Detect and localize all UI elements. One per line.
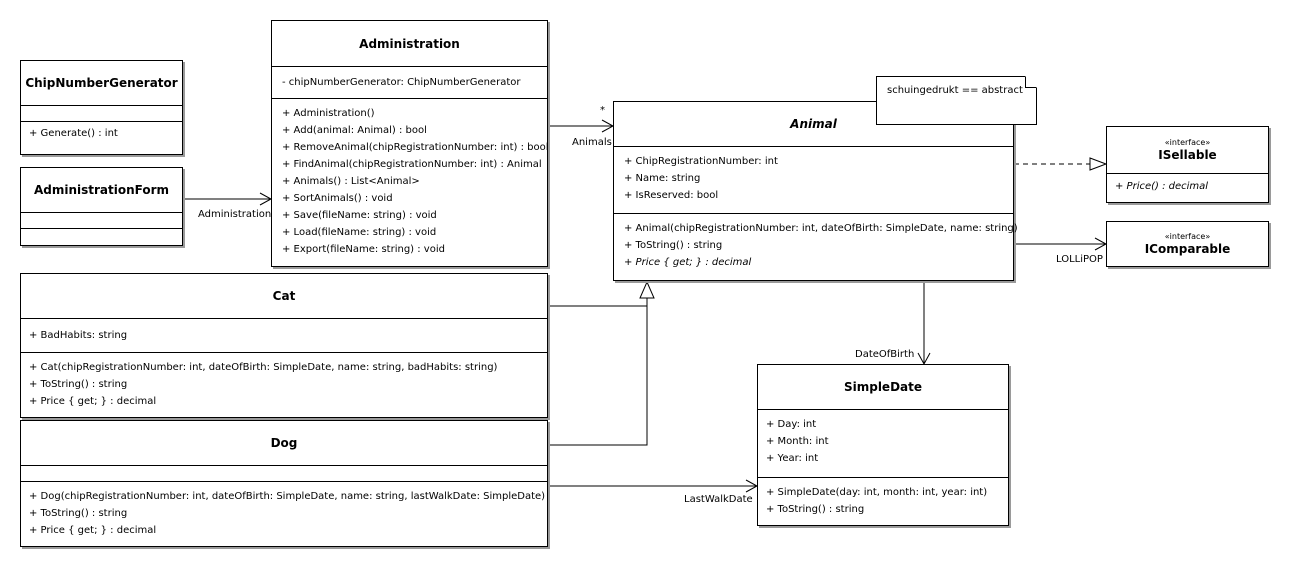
stereotype-label: «interface» (1164, 138, 1211, 147)
operations-compartment: + Animal(chipRegistrationNumber: int, da… (614, 214, 1018, 271)
role-label-date-of-birth: DateOfBirth (855, 349, 915, 360)
operation: + ToString() : string (29, 379, 128, 390)
class-dog[interactable]: Dog + Dog(chipRegistrationNumber: int, d… (20, 420, 548, 547)
class-cat[interactable]: Cat + BadHabits: string + Cat(chipRegist… (20, 273, 548, 418)
interface-isellable[interactable]: «interface» ISellable + Price() : decima… (1106, 126, 1269, 203)
abstract-operation: + Price() : decimal (1115, 181, 1209, 192)
attribute: + BadHabits: string (29, 330, 128, 341)
class-header: «interface» IComparable (1107, 222, 1268, 266)
attribute: - chipNumberGenerator: ChipNumberGenerat… (282, 77, 521, 88)
operations-compartment: + Cat(chipRegistrationNumber: int, dateO… (21, 353, 547, 410)
class-name: SimpleDate (843, 380, 923, 394)
attribute: + Day: int (766, 419, 817, 430)
operation: + Load(fileName: string) : void (282, 227, 437, 238)
class-header: Animal (614, 102, 1013, 147)
operation: + Animals() : List<Animal> (282, 176, 420, 187)
operation: + Administration() (282, 108, 375, 119)
class-administration[interactable]: Administration - chipNumberGenerator: Ch… (271, 20, 548, 267)
operation: + ToString() : string (624, 240, 723, 251)
class-administration-form[interactable]: AdministrationForm (20, 167, 183, 246)
operations-compartment: + Price() : decimal (1107, 174, 1268, 195)
class-header: Cat (21, 274, 547, 319)
operations-compartment (21, 229, 182, 245)
class-name: ChipNumberGenerator (25, 76, 178, 90)
class-header: AdministrationForm (21, 168, 182, 213)
operation: + Save(fileName: string) : void (282, 210, 437, 221)
attribute: + Month: int (766, 436, 829, 447)
class-header: «interface» ISellable (1107, 127, 1268, 174)
class-name: Dog (270, 436, 298, 450)
class-name: Administration (359, 36, 460, 51)
operation: + SortAnimals() : void (282, 193, 393, 204)
class-name: AdministrationForm (33, 183, 170, 197)
attributes-compartment (21, 213, 182, 229)
class-chip-number-generator[interactable]: ChipNumberGenerator + Generate() : int (20, 60, 183, 155)
operation: + RemoveAnimal(chipRegistrationNumber: i… (282, 142, 549, 153)
note-text: schuingedrukt == abstract (887, 85, 1023, 96)
interface-icomparable[interactable]: «interface» IComparable (1106, 221, 1269, 267)
operation: + Animal(chipRegistrationNumber: int, da… (624, 223, 1018, 234)
operation: + Price { get; } : decimal (29, 525, 157, 536)
class-header: ChipNumberGenerator (21, 61, 182, 106)
generalization-cat-animal (548, 298, 648, 307)
operation: + Dog(chipRegistrationNumber: int, dateO… (29, 491, 546, 502)
multiplicity-label: * (600, 105, 605, 116)
role-label-animals: Animals (572, 137, 612, 148)
class-header: Administration (272, 21, 547, 67)
attributes-compartment: - chipNumberGenerator: ChipNumberGenerat… (272, 67, 547, 99)
role-label-last-walk-date: LastWalkDate (684, 494, 753, 505)
class-simple-date[interactable]: SimpleDate + Day: int + Month: int + Yea… (757, 364, 1009, 526)
operation: + Export(fileName: string) : void (282, 244, 445, 255)
operations-compartment: + Dog(chipRegistrationNumber: int, dateO… (21, 482, 547, 539)
stereotype-label: «interface» (1164, 232, 1211, 241)
attributes-compartment: + Day: int + Month: int + Year: int (758, 410, 1008, 478)
generalization-dog-animal (548, 298, 648, 446)
operation: + Generate() : int (29, 128, 118, 139)
operation: + Add(animal: Animal) : bool (282, 125, 427, 136)
attribute: + IsReserved: bool (624, 190, 719, 201)
class-animal[interactable]: Animal + ChipRegistrationNumber: int + N… (613, 101, 1018, 281)
attributes-compartment (21, 466, 547, 482)
class-name: IComparable (1144, 242, 1231, 256)
operation: + ToString() : string (766, 504, 865, 515)
attributes-compartment: + ChipRegistrationNumber: int + Name: st… (614, 147, 1013, 214)
lollipop-label: LOLLiPOP (1056, 254, 1103, 265)
realization-arrowhead (1089, 157, 1108, 171)
operations-compartment: + SimpleDate(day: int, month: int, year:… (758, 478, 1008, 518)
class-name: Animal (790, 117, 837, 131)
attribute: + Year: int (766, 453, 819, 464)
role-label-administration: Administration (198, 209, 272, 220)
operation: + Price { get; } : decimal (29, 396, 157, 407)
class-header: Dog (21, 421, 547, 466)
attributes-compartment: + BadHabits: string (21, 319, 547, 353)
operation: + ToString() : string (29, 508, 128, 519)
note-abstract-legend: schuingedrukt == abstract (876, 76, 1037, 125)
abstract-operation: + Price { get; } : decimal (624, 257, 752, 268)
operation: + FindAnimal(chipRegistrationNumber: int… (282, 159, 542, 170)
class-header: SimpleDate (758, 365, 1008, 410)
attribute: + ChipRegistrationNumber: int (624, 156, 778, 167)
class-name: ISellable (1158, 148, 1217, 162)
operations-compartment: + Generate() : int (21, 122, 182, 142)
attribute: + Name: string (624, 173, 701, 184)
operation: + Cat(chipRegistrationNumber: int, dateO… (29, 362, 498, 373)
class-name: Cat (272, 289, 296, 303)
operation: + SimpleDate(day: int, month: int, year:… (766, 487, 988, 498)
operations-compartment: + Administration() + Add(animal: Animal)… (272, 99, 549, 258)
attributes-compartment (21, 106, 182, 122)
generalization-arrowhead (639, 280, 655, 299)
